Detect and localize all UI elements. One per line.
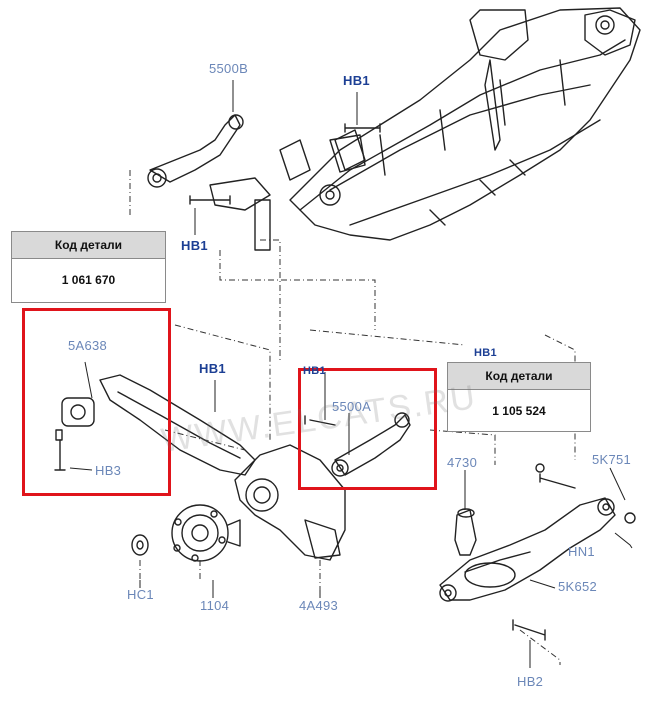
upper-arm-5500b <box>147 114 244 188</box>
callout-5k652[interactable]: 5K652 <box>558 579 598 594</box>
bolt-hb1-left <box>189 177 271 251</box>
callout-5k751[interactable]: 5K751 <box>592 452 632 467</box>
callout-5500b[interactable]: 5500B <box>209 61 249 76</box>
callout-5500a[interactable]: 5500A <box>332 399 372 414</box>
callout-1104[interactable]: 1104 <box>200 598 230 613</box>
bolt-5k751 <box>535 463 576 489</box>
callout-hb1-left[interactable]: HB1 <box>181 238 208 253</box>
knuckle <box>234 444 346 561</box>
lower-arm-5a638 <box>54 374 256 476</box>
bump-stop-4730 <box>454 508 477 556</box>
lower-arm-5k652 <box>439 497 636 602</box>
callout-4730[interactable]: 4730 <box>447 455 478 470</box>
callout-hb1-mid[interactable]: HB1 <box>199 361 226 376</box>
callout-hb3[interactable]: HB3 <box>95 463 122 478</box>
callout-4a493[interactable]: 4A493 <box>299 598 339 613</box>
rear-subframe <box>279 7 641 241</box>
part-code-value: 1 061 670 <box>61 273 116 287</box>
callout-hc1[interactable]: HC1 <box>127 587 154 602</box>
part-code-table-right: Код детали 1 105 524 <box>447 362 591 432</box>
callout-hn1[interactable]: HN1 <box>568 544 595 559</box>
callout-5a638[interactable]: 5A638 <box>68 338 108 353</box>
nut-hc1 <box>131 534 149 556</box>
callout-hb1-small[interactable]: HB1 <box>303 365 326 377</box>
bolt-hb2 <box>512 619 546 641</box>
upper-arm-5500a <box>304 412 411 477</box>
callout-hb1-right[interactable]: HB1 <box>474 347 497 359</box>
highlight-box-5a638 <box>22 308 171 496</box>
part-code-value: 1 105 524 <box>492 404 546 418</box>
part-code-header: Код детали <box>12 232 165 259</box>
part-code-table-left: Код детали 1 061 670 <box>11 231 166 303</box>
bolt-hb1-top <box>329 123 381 173</box>
callout-hb2[interactable]: HB2 <box>517 674 544 689</box>
wheel-hub-1104 <box>171 504 241 562</box>
callout-hb1-top[interactable]: HB1 <box>343 73 370 88</box>
highlight-box-5500a <box>298 368 437 490</box>
part-code-header: Код детали <box>448 363 590 390</box>
